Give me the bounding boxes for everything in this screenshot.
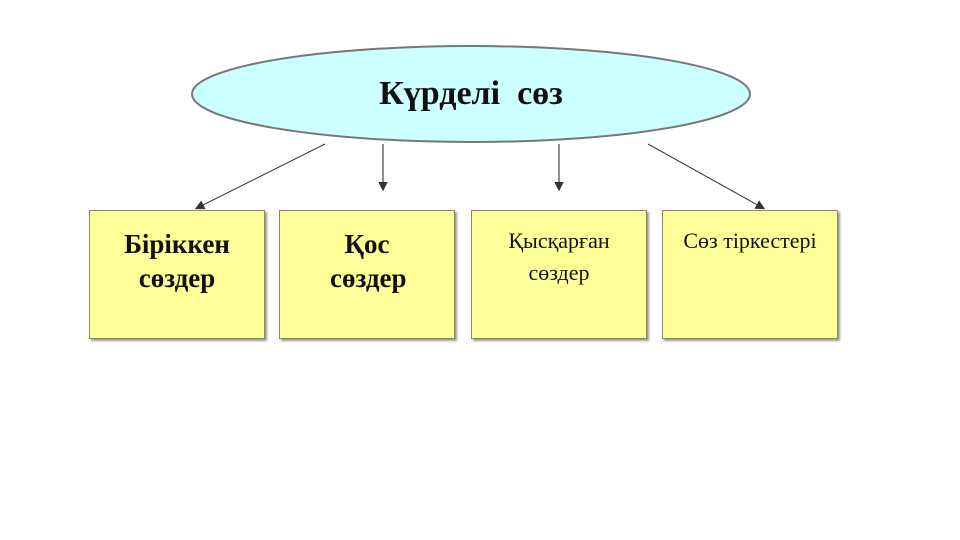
- arrow-1: [194, 143, 326, 210]
- child-label: Қос сөздер: [330, 229, 407, 293]
- child-box-word-phrases: Сөз тіркестері: [662, 210, 838, 339]
- child-label: Біріккен сөздер: [124, 229, 230, 293]
- root-node-label: Күрделі сөз: [379, 75, 563, 112]
- child-box-abbreviated-words: Қысқарған сөздер: [471, 210, 647, 339]
- arrow-4: [647, 143, 766, 210]
- child-label: Сөз тіркестері: [683, 228, 817, 253]
- child-label: Қысқарған сөздер: [508, 228, 610, 285]
- root-ellipse: [191, 45, 751, 143]
- child-box-paired-words: Қос сөздер: [279, 210, 455, 339]
- child-box-compound-words: Біріккен сөздер: [89, 210, 265, 339]
